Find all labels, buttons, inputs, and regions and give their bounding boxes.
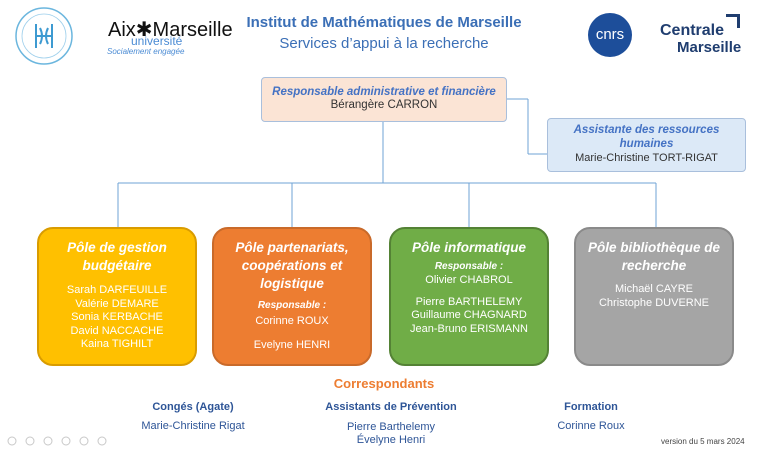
pole-informatique-title: Pôle informatique bbox=[411, 240, 526, 255]
responsable-admin-box: Responsable administrative et financière… bbox=[261, 77, 507, 122]
pole-informatique-responsable-label: Responsable : bbox=[434, 261, 504, 272]
correspondant-heading-prevention: Assistants de Prévention bbox=[325, 401, 457, 413]
pole-bibliotheque: Pôle bibliothèque de recherche Michaël C… bbox=[574, 227, 734, 366]
centrale-logo-line1: Centrale bbox=[660, 22, 725, 39]
cnrs-logo: cnrs bbox=[588, 13, 632, 57]
pole-budget-member: David NACCACHE bbox=[70, 324, 164, 337]
amu-logo-name: Aix✱Marseille bbox=[108, 19, 233, 41]
pole-budget: Pôle de gestion budgétaire Sarah DARFEUI… bbox=[37, 227, 197, 366]
pole-bibliotheque-member: Christophe DUVERNE bbox=[598, 296, 710, 309]
pole-informatique-responsable: Olivier CHABROL bbox=[425, 274, 513, 286]
amu-logo-universite: université bbox=[131, 34, 183, 48]
pole-informatique: Pôle informatique Responsable : Olivier … bbox=[389, 227, 549, 366]
rh-assistant-name: Marie-Christine TORT-RIGAT bbox=[575, 152, 718, 164]
amu-logo-tagline: Socialement engagée bbox=[107, 47, 185, 56]
correspondant-name-formation: Corinne Roux bbox=[557, 420, 625, 432]
version-note: version du 5 mars 2024 bbox=[661, 437, 745, 446]
rh-assistant-role: Assistante des ressources humaines bbox=[573, 124, 720, 150]
pole-partenariats-title: Pôle partenariats, coopérations et logis… bbox=[235, 240, 349, 291]
pole-informatique-member: Pierre BARTHELEMY bbox=[415, 295, 523, 308]
correspondant-name-conges: Marie-Christine Rigat bbox=[141, 420, 245, 432]
pole-budget-member: Sonia KERBACHE bbox=[71, 311, 163, 323]
correspondants-title: Correspondants bbox=[333, 376, 435, 391]
correspondant-heading-formation: Formation bbox=[564, 401, 618, 413]
imm-logo bbox=[14, 6, 74, 66]
pole-partenariats-responsable: Corinne ROUX bbox=[255, 315, 329, 327]
correspondant-name-prevention: Pierre Barthelemy bbox=[346, 421, 436, 433]
centrale-logo-line2: Marseille bbox=[677, 39, 742, 56]
pole-partenariats: Pôle partenariats, coopérations et logis… bbox=[212, 227, 372, 366]
slide-toolbar bbox=[6, 434, 116, 446]
pole-budget-member: Sarah DARFEUILLE bbox=[66, 284, 168, 296]
pole-budget-title: Pôle de gestion budgétaire bbox=[67, 240, 167, 273]
correspondant-name-prevention: Évelyne Henri bbox=[356, 434, 426, 446]
pole-informatique-member: Jean-Bruno ERISMANN bbox=[410, 322, 528, 335]
pole-bibliotheque-member: Michaël CAYRE bbox=[614, 283, 694, 295]
centrale-logo-mark bbox=[726, 14, 740, 28]
page-subtitle: Services d’appui à la recherche bbox=[279, 35, 489, 52]
correspondant-heading-conges: Congés (Agate) bbox=[152, 401, 234, 413]
pole-budget-member: Valérie DEMARE bbox=[75, 297, 159, 310]
page-title: Institut de Mathématiques de Marseille bbox=[246, 14, 522, 31]
responsable-admin-role: Responsable administrative et financière bbox=[272, 86, 496, 98]
pole-partenariats-responsable-label: Responsable : bbox=[257, 300, 327, 311]
pole-bibliotheque-title: Pôle bibliothèque de recherche bbox=[587, 240, 720, 273]
pole-budget-member: Kaina TIGHILT bbox=[80, 338, 154, 350]
pole-partenariats-member: Evelyne HENRI bbox=[253, 338, 331, 351]
rh-assistant-box: Assistante des ressources humaines Marie… bbox=[547, 118, 746, 172]
pole-informatique-member: Guillaume CHAGNARD bbox=[411, 309, 527, 321]
responsable-admin-name: Bérangère CARRON bbox=[330, 99, 438, 111]
